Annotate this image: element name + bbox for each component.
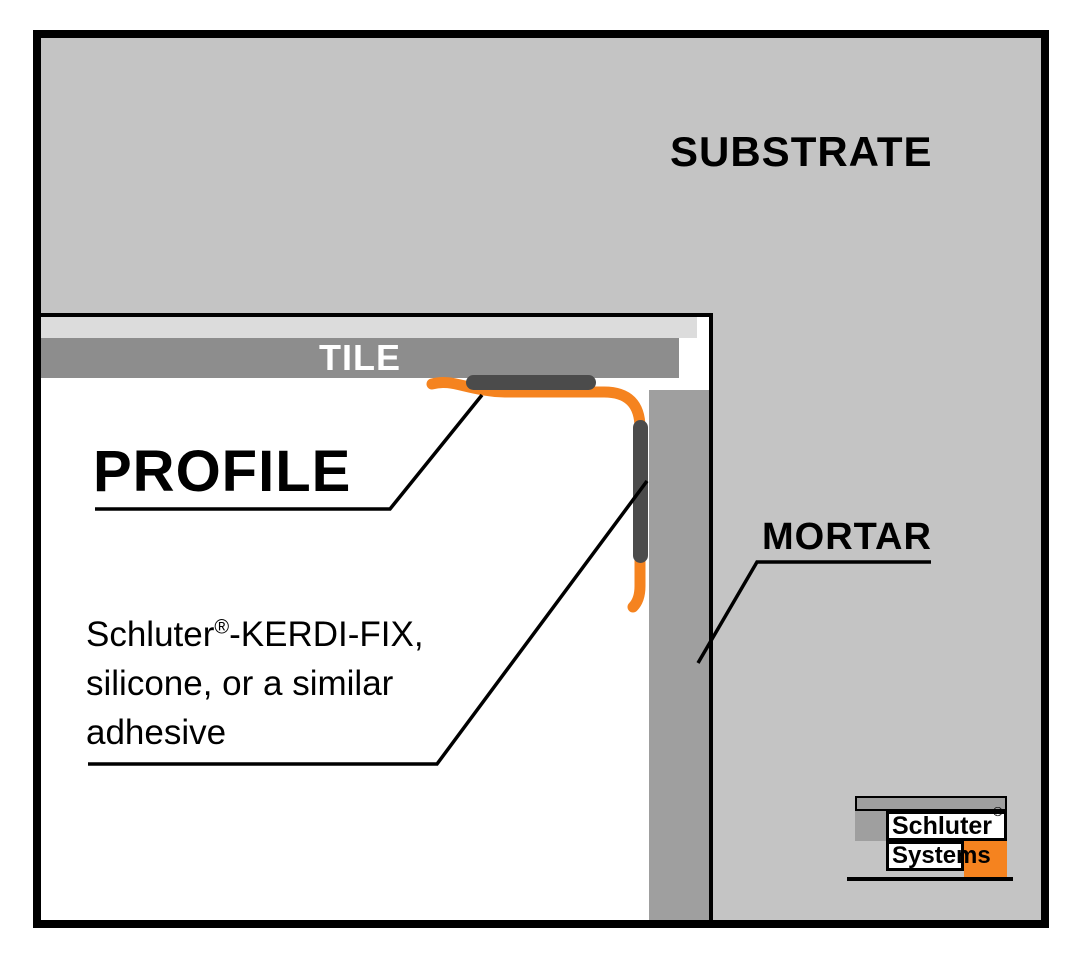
registered-mark: ®: [214, 616, 230, 639]
logo-orange-square: [964, 841, 1007, 877]
profile-label: PROFILE: [93, 439, 352, 504]
leader-line-mortar: [696, 560, 931, 664]
adhesive-note: Schluter®-KERDI-FIX, silicone, or a simi…: [86, 610, 424, 757]
logo-schluter-wordmark: Schluter: [886, 811, 1007, 841]
schluter-systems-logo: Schluter ® Systems: [843, 788, 1015, 888]
logo-systems-wordmark: Systems: [886, 841, 991, 871]
tile-bed-shape: [41, 317, 697, 338]
logo-registered-mark: ®: [993, 804, 1003, 819]
adhesive-note-line2: silicone, or a similar: [86, 664, 394, 703]
mortar-shape: [649, 390, 709, 920]
tile-label: TILE: [319, 337, 401, 378]
tile-shape: [41, 338, 679, 378]
substrate-label: SUBSTRATE: [670, 128, 933, 175]
adhesive-note-line3: adhesive: [86, 713, 227, 752]
mortar-label: MORTAR: [762, 516, 932, 558]
logo-gray-square: [855, 811, 886, 841]
adhesive-bar-horizontal: [466, 375, 596, 390]
profile-shape: [426, 376, 646, 613]
leader-line-profile: [95, 393, 484, 511]
adhesive-note-line1: Schluter®-KERDI-FIX,: [86, 615, 424, 654]
logo-baseline: [847, 877, 1013, 881]
leader-line-adhesive: [88, 479, 649, 766]
logo-tile-bar: [855, 796, 1007, 811]
frame-border: [33, 30, 1049, 928]
